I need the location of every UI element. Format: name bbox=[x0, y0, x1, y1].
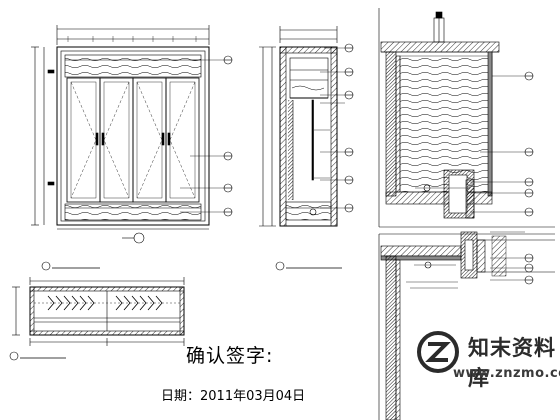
side-section bbox=[259, 26, 345, 271]
detail-bottom bbox=[378, 231, 555, 420]
detail-top bbox=[378, 8, 555, 228]
detail-bottom-callouts bbox=[524, 253, 534, 285]
plan-view bbox=[9, 277, 185, 361]
section-callouts bbox=[344, 43, 354, 213]
watermark-title: 知末资料库 bbox=[468, 336, 556, 390]
front-elevation bbox=[31, 25, 224, 271]
watermark-url: www.znzmo.com bbox=[453, 366, 560, 381]
front-callouts bbox=[223, 55, 233, 217]
detail-callout-icon bbox=[223, 55, 233, 217]
date-label: 日期：2011年03月04日 bbox=[161, 389, 306, 404]
znzmo-logo-icon bbox=[417, 331, 459, 373]
confirm-signature-label: 确认签字: bbox=[186, 345, 274, 367]
detail-top-callouts bbox=[524, 71, 534, 217]
